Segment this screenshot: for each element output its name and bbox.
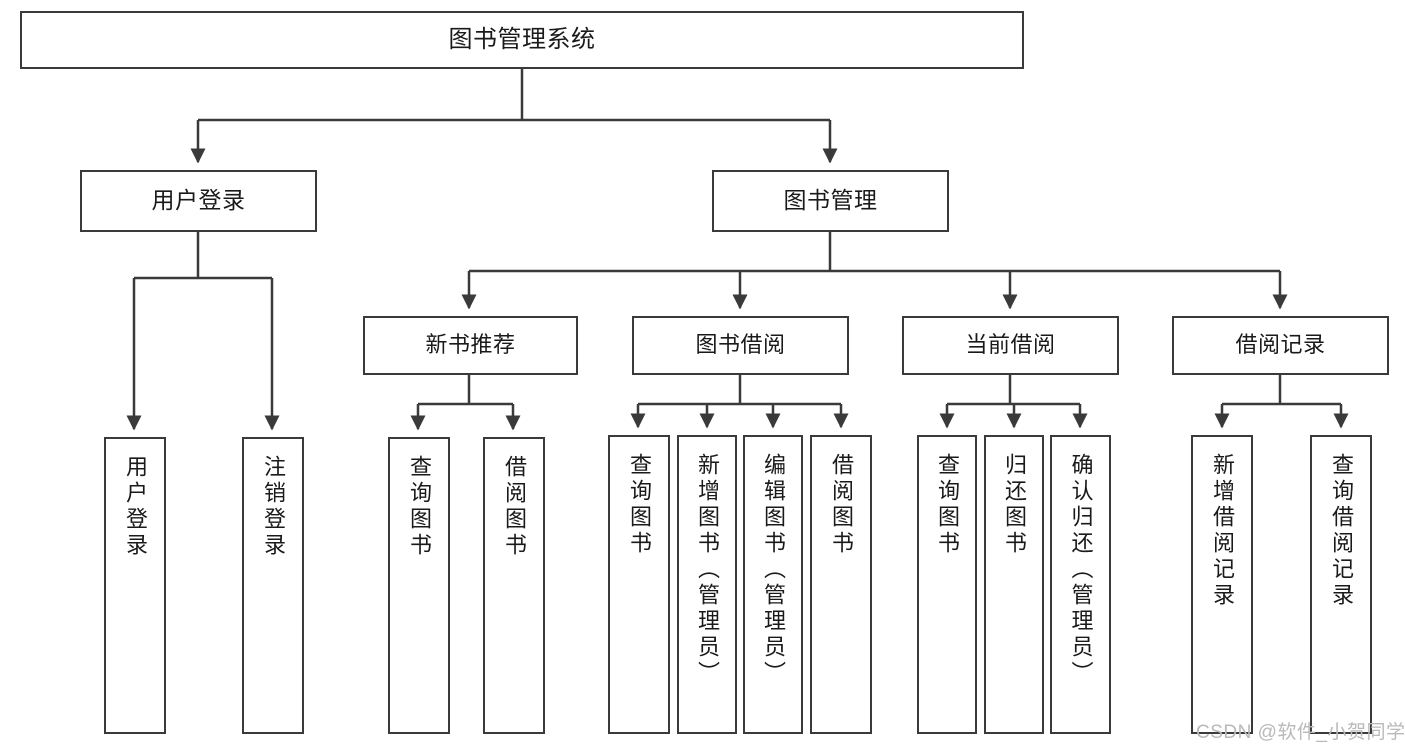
leaf-add-borrow-record[interactable]: 新增借阅记录 [1191,435,1253,734]
leaf-add-borrow-record-label: 新增借阅记录 [1210,453,1235,609]
node-current-borrow[interactable]: 当前借阅 [902,316,1119,375]
node-borrow-record-label: 借阅记录 [1235,332,1326,358]
leaf-user-login[interactable]: 用户登录 [104,437,166,734]
leaf-borrow-book-1[interactable]: 借阅图书 [483,437,545,734]
leaf-confirm-return-admin-label: 确认归还（管理员） [1068,453,1094,687]
leaf-query-book-1-label: 查询图书 [407,455,432,559]
leaf-query-borrow-record-label: 查询借阅记录 [1329,453,1354,609]
leaf-return-book[interactable]: 归还图书 [984,435,1044,734]
leaf-logout-login[interactable]: 注销登录 [242,437,304,734]
leaf-query-book-3-label: 查询图书 [935,453,960,557]
node-user-login-label: 用户登录 [151,187,246,214]
node-current-borrow-label: 当前借阅 [965,332,1056,358]
node-borrow-record[interactable]: 借阅记录 [1172,316,1389,375]
leaf-add-book-admin[interactable]: 新增图书（管理员） [677,435,737,734]
node-book-manage-label: 图书管理 [783,187,878,214]
leaf-edit-book-admin-label: 编辑图书（管理员） [761,453,786,687]
node-book-borrow-label: 图书借阅 [695,332,786,358]
leaf-query-book-2[interactable]: 查询图书 [608,435,670,734]
node-new-book-recommend-label: 新书推荐 [425,332,516,358]
leaf-add-book-admin-label: 新增图书（管理员） [695,453,720,687]
node-new-book-recommend[interactable]: 新书推荐 [363,316,578,375]
node-root[interactable]: 图书管理系统 [20,11,1024,69]
node-user-login[interactable]: 用户登录 [80,170,317,232]
leaf-query-book-2-label: 查询图书 [627,453,652,557]
leaf-user-login-label: 用户登录 [123,455,148,559]
leaf-query-book-1[interactable]: 查询图书 [388,437,450,734]
leaf-confirm-return-admin[interactable]: 确认归还（管理员） [1050,435,1111,734]
leaf-borrow-book-2-label: 借阅图书 [829,453,854,557]
leaf-borrow-book-2[interactable]: 借阅图书 [810,435,872,734]
leaf-logout-login-label: 注销登录 [261,455,286,559]
leaf-borrow-book-1-label: 借阅图书 [502,455,527,559]
leaf-edit-book-admin[interactable]: 编辑图书（管理员） [743,435,803,734]
leaf-query-book-3[interactable]: 查询图书 [917,435,977,734]
node-root-label: 图书管理系统 [448,25,596,53]
leaf-return-book-label: 归还图书 [1002,453,1027,557]
leaf-query-borrow-record[interactable]: 查询借阅记录 [1310,435,1372,734]
node-book-manage[interactable]: 图书管理 [712,170,949,232]
watermark-text: CSDN @软件_小贺同学 [1196,722,1405,743]
node-book-borrow[interactable]: 图书借阅 [632,316,849,375]
